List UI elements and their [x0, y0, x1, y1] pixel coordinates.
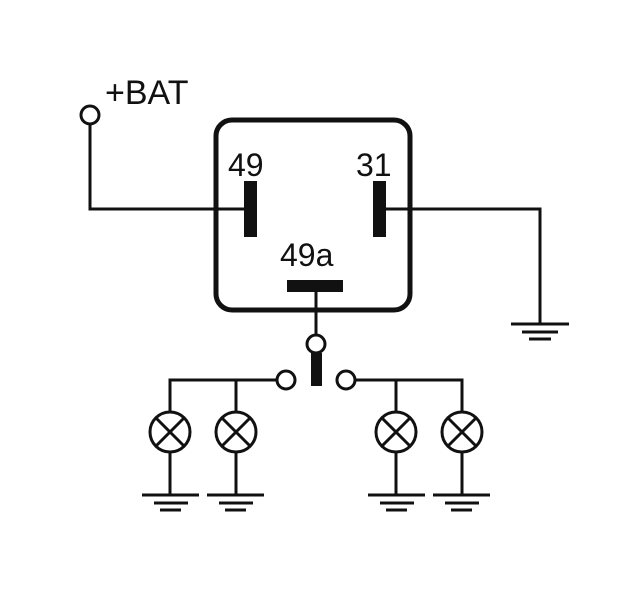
lamp-ground-wires	[168, 452, 464, 494]
battery-label: +BAT	[105, 74, 188, 112]
pin-49-label: 49	[228, 147, 264, 183]
ground-symbol-lamp-3	[368, 493, 425, 512]
battery-terminal	[79, 104, 101, 126]
right-branch-wire	[355, 378, 464, 412]
switch-lever	[311, 353, 322, 386]
lamp-left-2	[214, 410, 258, 454]
pin-49a-label: 49a	[280, 237, 334, 273]
pin-49a-contact	[287, 280, 343, 292]
ground-symbol-lamp-2	[207, 493, 264, 512]
ground-symbol-lamp-1	[142, 493, 199, 512]
ground-symbol-relay	[511, 322, 569, 341]
pin-49-contact	[244, 181, 257, 237]
lamp-right-2	[440, 410, 484, 454]
pin-31-label: 31	[356, 147, 392, 183]
pin-31-contact	[373, 181, 386, 237]
switch-right-terminal	[335, 369, 357, 391]
lamp-right-1	[374, 410, 418, 454]
pin-31-wire	[381, 207, 542, 324]
lamp-left-1	[148, 410, 192, 454]
battery-wire	[88, 122, 247, 211]
switch-left-terminal	[275, 369, 297, 391]
switch-common-terminal	[305, 333, 327, 355]
relay-housing	[213, 117, 413, 313]
ground-symbol-lamp-4	[433, 493, 490, 512]
left-branch-wire	[168, 378, 277, 412]
